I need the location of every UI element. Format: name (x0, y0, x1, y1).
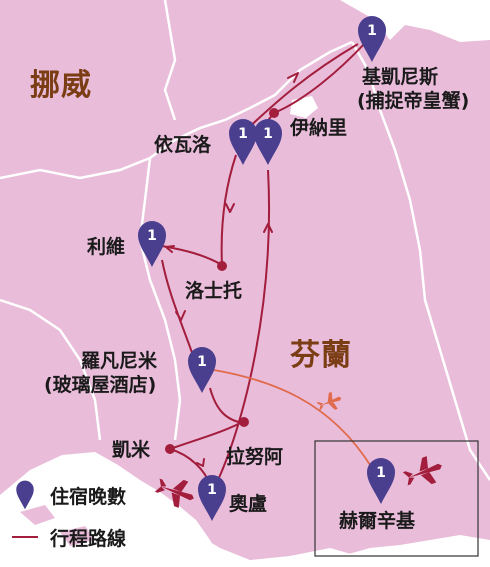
country-label-finland: 芬蘭 (290, 338, 352, 373)
border-norway-north (163, 0, 177, 121)
small-plane-icon (316, 391, 342, 411)
city-label-rovaniemi-sub: (玻璃屋酒店) (44, 374, 157, 396)
route-arrow (287, 72, 299, 83)
city-label-kirkenes: 基凱尼斯 (362, 66, 439, 88)
pin-marker-icon (188, 347, 216, 393)
legend-route-label: 行程路線 (50, 527, 127, 550)
pin-nights: 1 (367, 23, 377, 39)
legend-row-stay: 住宿晚數 (12, 480, 126, 510)
pin-nights: 1 (147, 228, 157, 244)
pin-levi: 1 (138, 221, 166, 267)
plane-icon-helsinki (402, 456, 442, 486)
city-label-oulu: 奧盧 (229, 493, 268, 515)
city-label-levi: 利維 (87, 236, 126, 258)
island (20, 505, 55, 525)
waypoint-saariselka (217, 261, 227, 271)
route-arrow (263, 223, 273, 233)
route-ivalo-saariselka (220, 154, 237, 266)
pin-ivalo-a: 1 (229, 119, 257, 165)
pin-marker-icon (367, 458, 395, 504)
route-arrow (175, 310, 186, 321)
gulf-of-finland (330, 535, 490, 567)
island (60, 526, 95, 546)
route-arrow (165, 245, 175, 253)
legend-row-route: 行程路線 (12, 522, 126, 552)
route-ivalo-kirkenes (245, 43, 359, 131)
pin-marker-icon (138, 221, 166, 267)
arctic-sea (340, 0, 490, 42)
route-oulu-ivalo (217, 169, 271, 481)
waypoint-ranua (239, 417, 249, 427)
pin-helsinki: 1 (367, 458, 395, 504)
pin-oulu: 1 (198, 475, 226, 521)
pin-ivalo-b: 1 (254, 119, 282, 165)
pin-rovaniemi: 1 (188, 347, 216, 393)
flight-route (213, 369, 373, 469)
pin-nights: 1 (197, 354, 207, 370)
city-label-kemi: 凱米 (112, 439, 151, 461)
border-sweden-finland (138, 157, 182, 441)
route-waypoints (165, 108, 279, 454)
pin-nights: 1 (376, 465, 386, 481)
route-arrow (196, 458, 205, 467)
pin-nights: 1 (207, 482, 217, 498)
city-label-kirkenes-sub: (捕捉帝皇蟹) (357, 90, 470, 112)
city-label-ranua: 拉努阿 (226, 446, 284, 468)
helsinki-inset-frame (314, 440, 479, 557)
waypoint-inari (269, 108, 279, 118)
city-label-helsinki: 赫爾辛基 (339, 510, 416, 532)
route-kirkenes-inari (273, 41, 367, 114)
route-line-icon (12, 536, 38, 538)
bothnian-gulf (0, 452, 225, 567)
pin-marker-icon (358, 16, 386, 62)
pin-nights: 1 (263, 126, 273, 142)
border-finland-russia (350, 41, 490, 481)
border-sweden-norway (0, 298, 102, 441)
legend-stay-label: 住宿晚數 (50, 485, 127, 508)
pin-marker-icon (229, 119, 257, 165)
waypoint-kemi (165, 444, 175, 454)
pin-kirkenes: 1 (358, 16, 386, 62)
pin-marker-icon (16, 480, 34, 510)
route-arrows (165, 72, 299, 467)
city-label-inari: 伊納里 (290, 117, 348, 139)
city-label-ivalo: 依瓦洛 (154, 134, 212, 156)
plane-icon-oulu (154, 478, 194, 508)
map-legend: 住宿晚數 行程路線 (12, 478, 202, 566)
pin-nights: 1 (238, 126, 248, 142)
pin-marker-icon (254, 119, 282, 165)
country-label-norway: 挪威 (30, 68, 92, 103)
city-label-rovaniemi: 羅凡尼米 (81, 350, 158, 372)
pin-marker-icon (198, 475, 226, 521)
route-arrow (225, 203, 235, 213)
border-norway-finland (0, 40, 353, 180)
city-label-saariselka: 洛士托 (185, 280, 243, 302)
